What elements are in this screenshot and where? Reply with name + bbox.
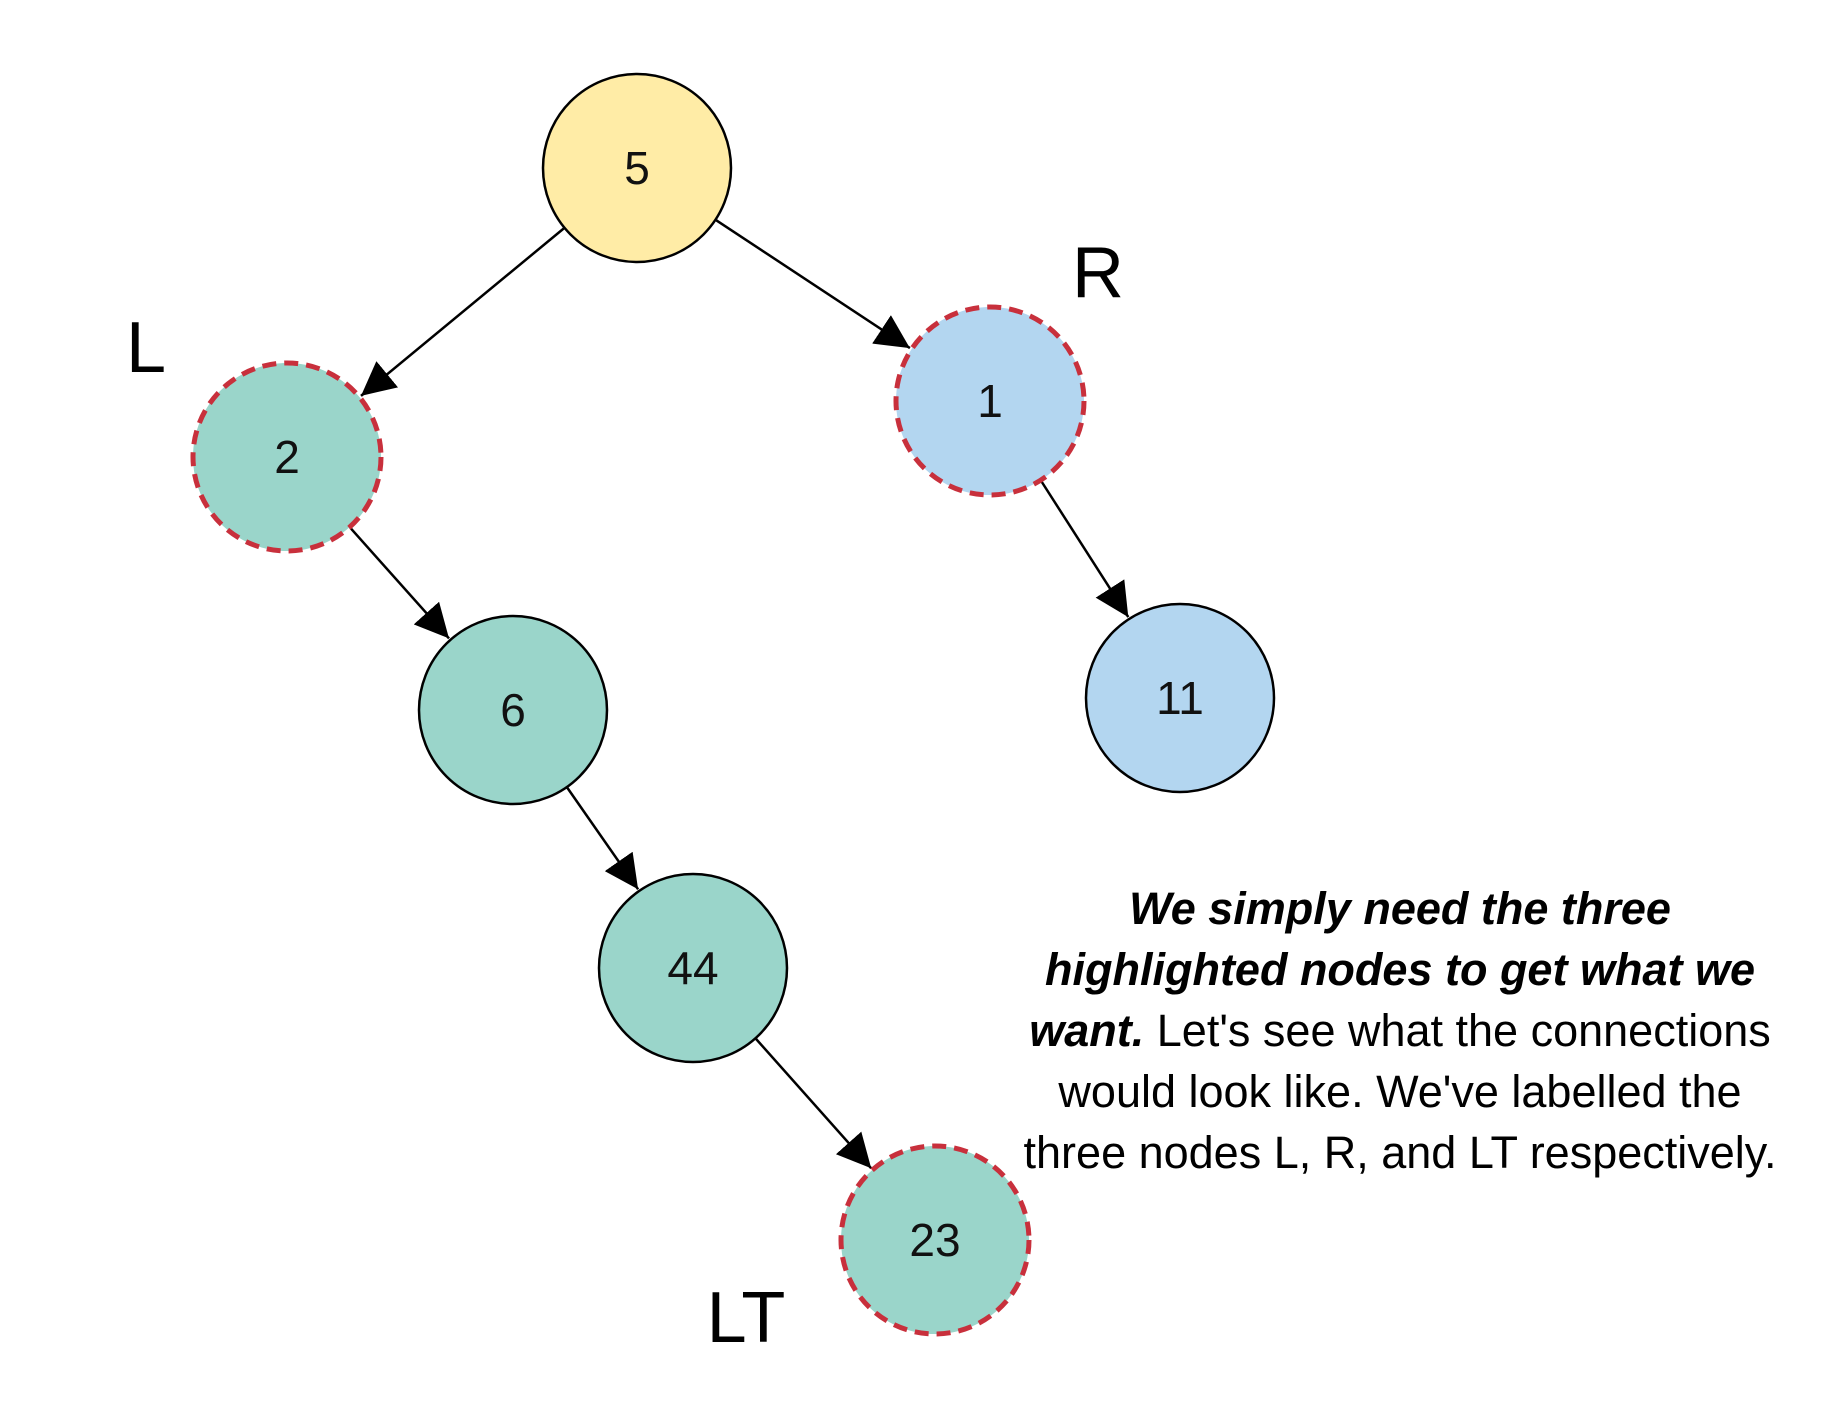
highlighted-node-circle <box>893 304 1087 498</box>
tree-node-1: 1 <box>893 304 1087 498</box>
explanation-rest: Let's see what the connections would loo… <box>1023 1005 1777 1178</box>
explanation-text: We simply need the three highlighted nod… <box>1020 878 1780 1183</box>
highlighted-node-circle <box>838 1143 1032 1337</box>
tree-node-23: 23 <box>838 1143 1032 1337</box>
tree-node-44: 44 <box>597 872 789 1064</box>
tree-node-2: 2 <box>190 360 384 554</box>
tree-node-11: 11 <box>1084 602 1276 794</box>
tree-edges <box>349 219 1130 1170</box>
node-value: 11 <box>1156 672 1204 724</box>
node-circle <box>417 614 609 806</box>
tree-nodes: 5 2 1 6 11 44 23 <box>190 72 1276 1337</box>
node-circle <box>1084 602 1276 794</box>
node-circle <box>597 872 789 1064</box>
node-markers: L R LT <box>126 233 1124 1358</box>
node-value: 6 <box>500 684 526 736</box>
explanation-emphasis: We simply need the three highlighted nod… <box>1029 883 1755 1056</box>
node-value: 5 <box>624 142 650 194</box>
tree-node-5: 5 <box>541 72 733 264</box>
edge-n5-n1 <box>715 219 911 350</box>
tree-node-6: 6 <box>417 614 609 806</box>
node-value: 44 <box>667 942 718 994</box>
highlighted-node-circle <box>190 360 384 554</box>
edge-n6-n44 <box>566 787 640 891</box>
edge-n1-n11 <box>1040 480 1130 618</box>
edge-n44-n23 <box>755 1038 873 1170</box>
edge-n5-n2 <box>360 227 565 397</box>
node-value: 2 <box>274 431 300 483</box>
node-value: 23 <box>909 1214 960 1266</box>
marker-label-lt: LT <box>707 1278 786 1358</box>
marker-label-l: L <box>126 308 166 388</box>
node-circle <box>541 72 733 264</box>
edge-n2-n6 <box>349 526 450 640</box>
marker-label-r: R <box>1072 233 1124 313</box>
node-value: 1 <box>977 375 1003 427</box>
